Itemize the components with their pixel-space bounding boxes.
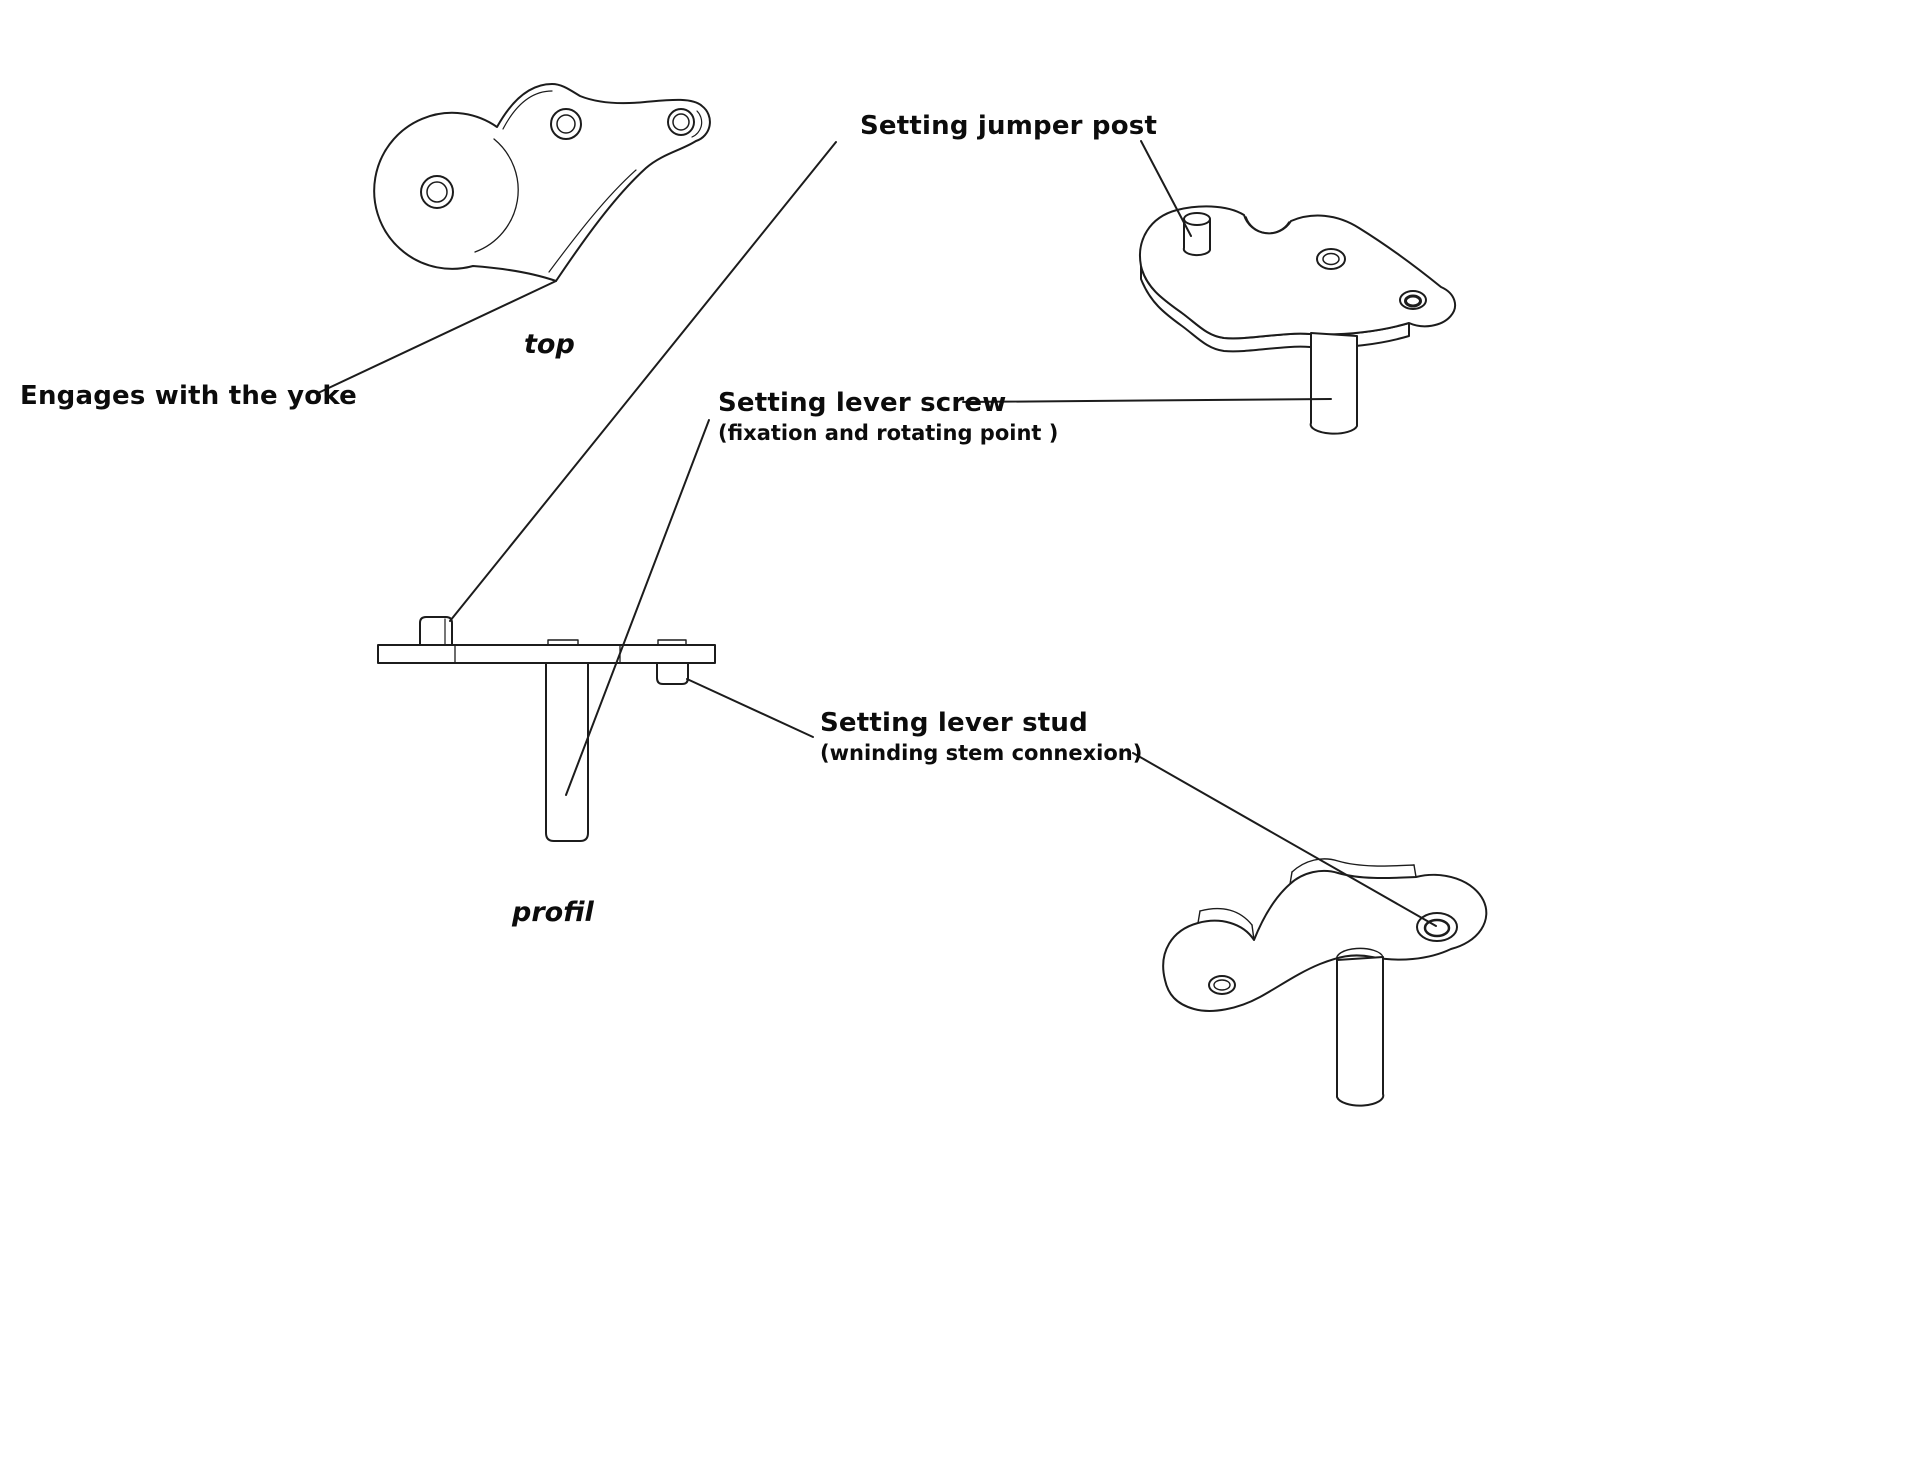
top-view-end-hole xyxy=(668,109,694,135)
top-view-drawing xyxy=(374,84,710,281)
leader-engages-yoke xyxy=(318,281,556,393)
profile-lever-stud xyxy=(657,663,688,684)
profile-view-caption: profil xyxy=(512,897,594,928)
iso-bottom-stud-hole xyxy=(1417,913,1457,941)
profile-view-drawing xyxy=(378,617,715,841)
leader-jumper-post-profile xyxy=(450,142,836,621)
leader-lever-stud-iso xyxy=(1133,753,1436,926)
leader-lines xyxy=(318,141,1436,926)
iso-bottom-view-drawing xyxy=(1163,859,1486,1106)
lever-screw-subtext: (fixation and rotating point ) xyxy=(718,420,1059,445)
iso-top-view-drawing xyxy=(1140,206,1455,433)
leader-lever-screw-profile xyxy=(566,420,709,795)
iso-top-mid-hole xyxy=(1317,249,1345,269)
iso-bottom-stud-cylinder xyxy=(1337,957,1383,1106)
jumper-post-label: Setting jumper post xyxy=(860,111,1158,142)
engages-yoke-text: Engages with the yoke xyxy=(20,381,357,411)
profile-jumper-post xyxy=(420,617,452,645)
lever-stud-subtext: (wninding stem connexion) xyxy=(820,740,1143,765)
profile-lever-screw-stud xyxy=(546,663,588,841)
lever-stud-label: Setting lever stud (wninding stem connex… xyxy=(820,708,1143,765)
lever-screw-label: Setting lever screw (fixation and rotati… xyxy=(718,388,1059,445)
leader-lever-screw-iso xyxy=(963,399,1331,402)
iso-top-jumper-post xyxy=(1184,213,1210,255)
top-view-caption: top xyxy=(524,329,575,360)
top-view-mid-hole xyxy=(551,109,581,139)
iso-top-screw-cylinder xyxy=(1311,333,1357,434)
lever-stud-text: Setting lever stud xyxy=(820,708,1088,738)
iso-bottom-left-hole xyxy=(1209,976,1235,994)
leader-lever-stud-profile xyxy=(687,679,813,737)
engages-yoke-label: Engages with the yoke xyxy=(20,381,357,412)
top-view-center-hole xyxy=(421,176,453,208)
leader-jumper-post-iso xyxy=(1141,141,1191,236)
jumper-post-text: Setting jumper post xyxy=(860,111,1158,141)
lever-screw-text: Setting lever screw xyxy=(718,388,1007,418)
iso-top-end-hole xyxy=(1400,291,1426,309)
